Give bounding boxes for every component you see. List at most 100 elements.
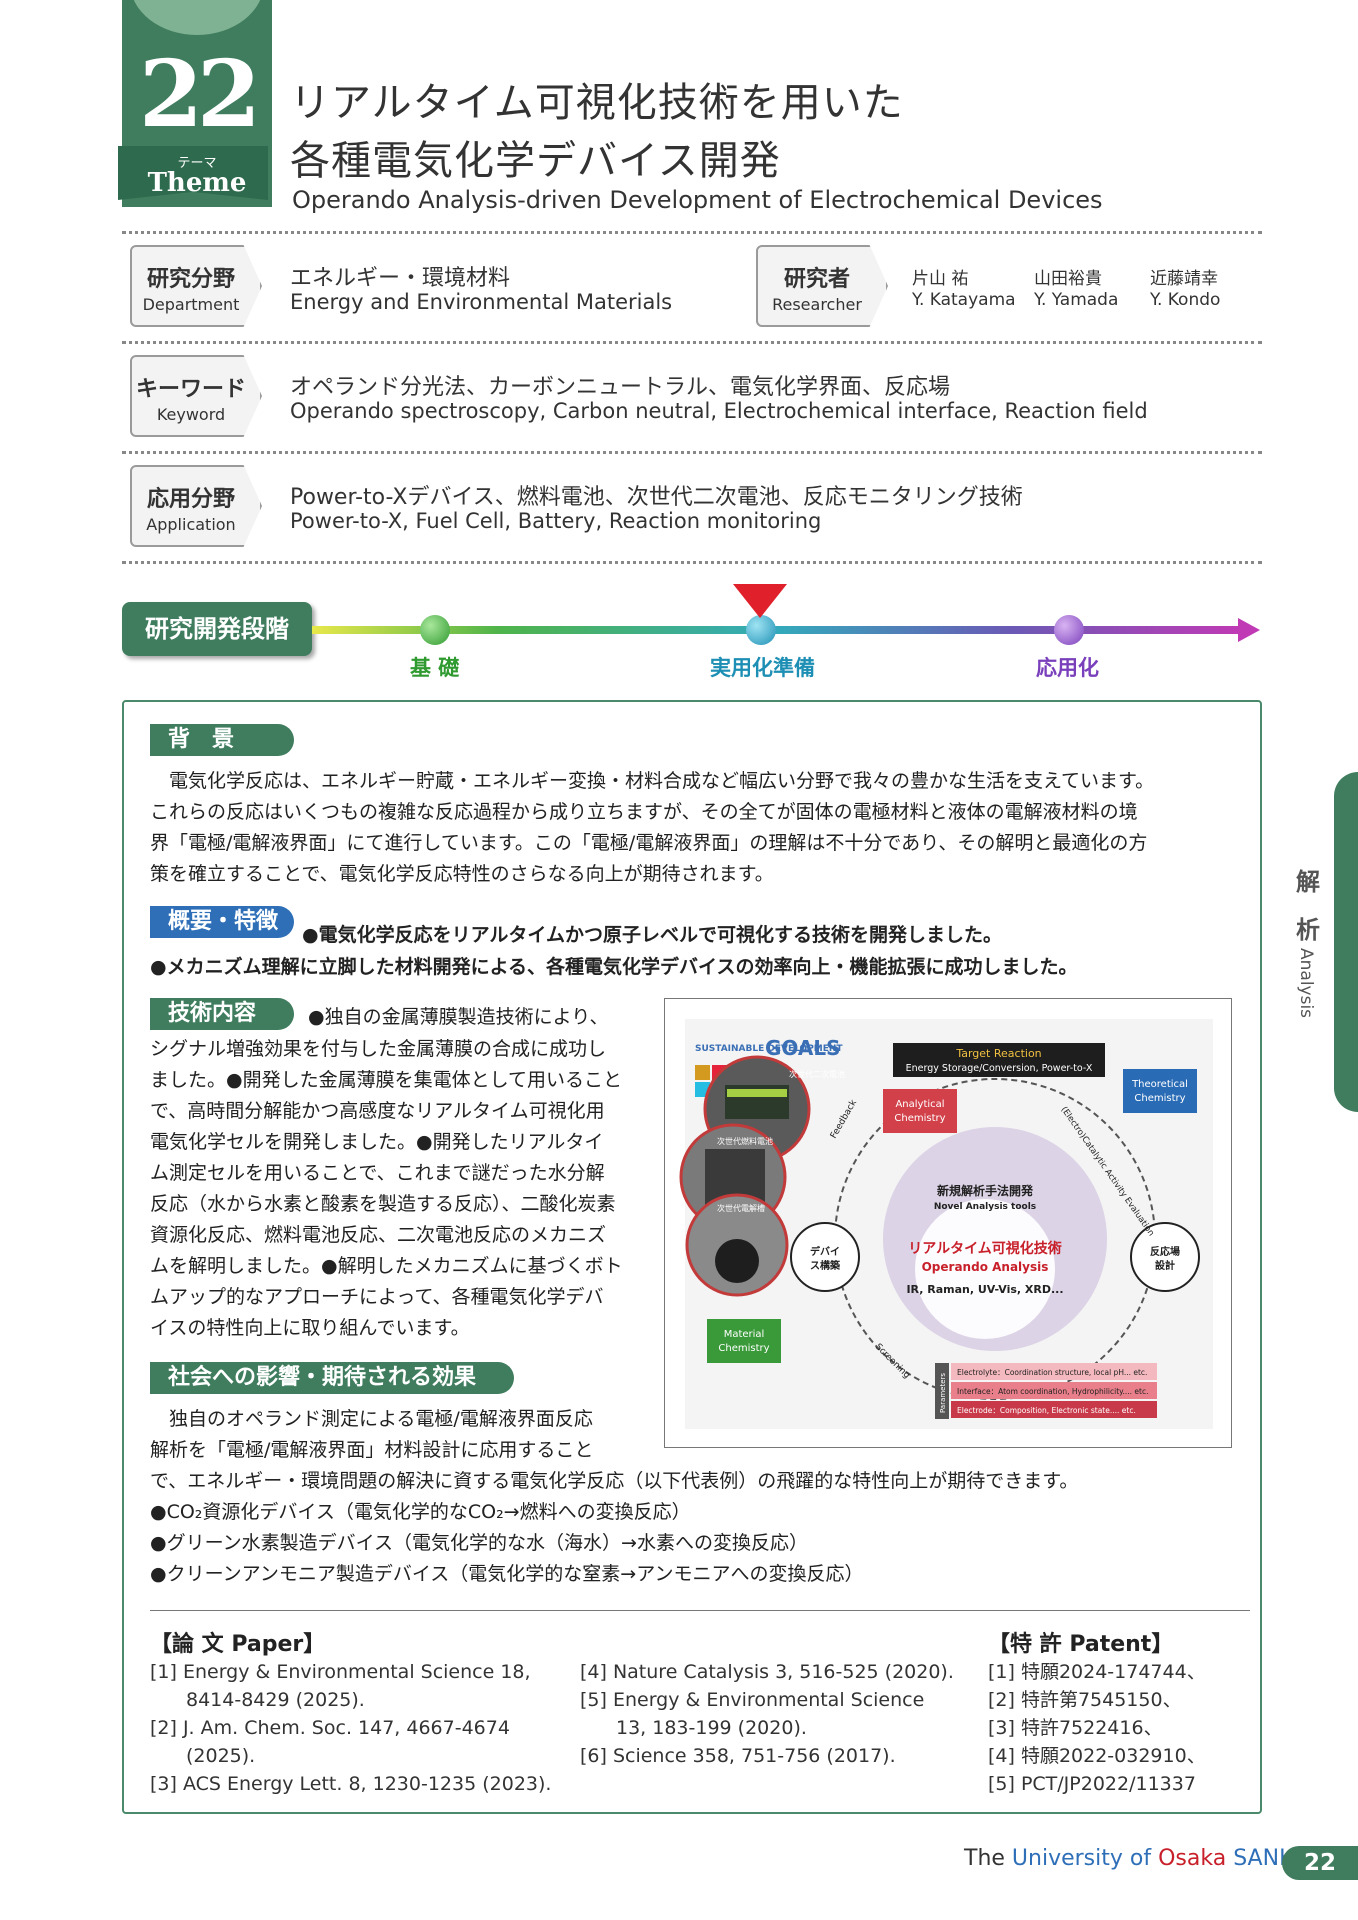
photo-label-electrolyzer: 次世代電解槽 — [717, 1203, 765, 1213]
page-title-line1: リアルタイム可視化技術を用いた — [290, 80, 904, 126]
researcher-3-ja: 近藤靖幸 — [1150, 269, 1218, 289]
divider — [122, 451, 1262, 454]
keyword-en: Operando spectroscopy, Carbon neutral, E… — [290, 399, 1148, 423]
tech-line: で、高時間分解能かつ高感度なリアルタイム可視化用 — [150, 1100, 605, 1122]
department-tag-en: Department — [142, 295, 240, 314]
tech-text: シグナル増強効果を付与した金属薄膜の合成に成功し ました。●開発した金属薄膜を集… — [150, 1034, 660, 1344]
reaction-field-circle — [1130, 1222, 1200, 1292]
tech-line: ました。●開発した金属薄膜を集電体として用いること — [150, 1069, 623, 1091]
stage-label-applied: 応用化 — [1036, 656, 1099, 680]
target-reaction-box — [893, 1043, 1105, 1077]
tech-first-line: ●独自の金属薄膜製造技術により、 — [308, 1006, 609, 1028]
keyword-tag-en: Keyword — [156, 405, 226, 424]
page-number: 22 — [1282, 1846, 1358, 1880]
impact-line: 独自のオペランド測定による電極/電解液界面反応 — [150, 1408, 593, 1430]
patent-ref: [4] 特願2022-032910、 — [988, 1745, 1206, 1767]
department-en: Energy and Environmental Materials — [290, 290, 673, 314]
param-electrolyte-bg — [951, 1363, 1157, 1380]
application-tag: 応用分野 Application — [130, 465, 262, 547]
papers-list-2: [4] Nature Catalysis 3, 516-525 (2020). … — [580, 1658, 954, 1770]
param-electrolyte: Electrolyte：Coordination structure, loca… — [957, 1368, 1147, 1377]
target-sub: Energy Storage/Conversion, Power-to-X — [906, 1063, 1093, 1074]
current-stage-marker-icon — [733, 584, 787, 618]
research-cycle-figure: SUSTAINABLE DEVELOPMENT GOALS 次世代二次電池 次世… — [664, 998, 1232, 1448]
impact-line: 解析を「電極/電解液界面」材料設計に応用すること — [150, 1439, 594, 1461]
methods: IR, Raman, UV-Vis, XRD... — [906, 1283, 1063, 1296]
application-tag-en: Application — [146, 515, 236, 534]
paper-ref: [3] ACS Energy Lett. 8, 1230-1235 (2023)… — [150, 1773, 552, 1795]
footer-university: University of — [1011, 1846, 1159, 1871]
params-sidebar — [935, 1363, 949, 1419]
background-text: 電気化学反応は、エネルギー貯蔵・エネルギー変換・材料合成など幅広い分野で我々の豊… — [150, 766, 1250, 890]
paper-ref: [4] Nature Catalysis 3, 516-525 (2020). — [580, 1661, 954, 1683]
reaction-field-label: 反応場設計 — [1150, 1245, 1180, 1272]
photo-label-battery: 次世代二次電池 — [789, 1069, 845, 1079]
param-interface: Interface：Atom coordination, Hydrophilic… — [957, 1387, 1149, 1396]
novel-en: Novel Analysis tools — [934, 1202, 1036, 1212]
keyword-ja: オペランド分光法、カーボンニュートラル、電気化学界面、反応場 — [290, 375, 951, 400]
theme-badge: 22 テーマ Theme — [118, 0, 272, 207]
main-content-box — [122, 700, 1262, 1814]
side-label-ja2: 析 — [1296, 916, 1320, 944]
references-divider — [150, 1610, 1250, 1611]
overview-tag: 概要・特徴 — [150, 906, 294, 938]
theme-number: 22 — [138, 40, 261, 148]
tech-tag: 技術内容 — [150, 998, 294, 1030]
tech-line: ム測定セルを用いることで、これまで謎だった水分解 — [150, 1162, 605, 1184]
keyword-tag-ja: キーワード — [135, 377, 246, 402]
researcher-tag-ja: 研究者 — [783, 267, 850, 292]
page-title-line2: 各種電気化学デバイス開発 — [290, 138, 781, 184]
divider — [122, 561, 1262, 564]
stage-arrow-icon — [1238, 618, 1260, 642]
divider — [122, 341, 1262, 344]
papers-list-1: [1] Energy & Environmental Science 18, 8… — [150, 1658, 551, 1798]
paper-ref: 13, 183-199 (2020). — [616, 1717, 807, 1739]
researcher-tag-en: Researcher — [772, 295, 862, 314]
researcher-2-ja: 山田裕貴 — [1034, 269, 1102, 289]
operando-en: Operando Analysis — [922, 1260, 1049, 1274]
side-label-en: Analysis — [1296, 948, 1316, 1019]
paper-ref: [1] Energy & Environmental Science 18, — [150, 1661, 531, 1683]
paper-ref: [6] Science 358, 751-756 (2017). — [580, 1745, 896, 1767]
theme-label-en: Theme — [147, 168, 247, 198]
background-line: 界「電極/電解液界面」にて進行しています。この「電極/電解液界面」の理解は不十分… — [150, 832, 1148, 854]
department-tag-ja: 研究分野 — [146, 267, 235, 292]
background-line: 策を確立することで、電気化学反応特性のさらなる向上が期待されます。 — [150, 863, 774, 885]
divider — [122, 231, 1262, 234]
patents-list: [1] 特願2024-174744、 [2] 特許第7545150、 [3] 特… — [988, 1658, 1206, 1798]
paper-ref: (2025). — [186, 1745, 256, 1767]
tech-line: ムアップ的なアプローチによって、各種電気化学デバ — [150, 1286, 604, 1308]
background-line: これらの反応はいくつもの複雑な反応過程から成り立ちますが、その全てが固体の電極材… — [150, 801, 1138, 823]
impact-text: 独自のオペランド測定による電極/電解液界面反応 解析を「電極/電解液界面」材料設… — [150, 1404, 1250, 1590]
researcher-1-en: Y. Katayama — [912, 290, 1016, 310]
params-label: Parameters — [939, 1373, 947, 1413]
side-tab — [1334, 772, 1358, 1112]
researcher-3-en: Y. Kondo — [1150, 290, 1221, 310]
application-en: Power-to-X, Fuel Cell, Battery, Reaction… — [290, 509, 822, 533]
operando-ja: リアルタイム可視化技術 — [908, 1240, 1062, 1257]
photo-label-fuelcell: 次世代燃料電池 — [717, 1136, 773, 1146]
target-title: Target Reaction — [955, 1047, 1041, 1060]
paper-ref: [2] J. Am. Chem. Soc. 147, 4667-4674 — [150, 1717, 510, 1739]
background-tag: 背 景 — [150, 724, 294, 756]
overview-point-1: ●電気化学反応をリアルタイムかつ原子レベルで可視化する技術を開発しました。 — [302, 924, 1003, 946]
param-electrode: Electrode：Composition, Electronic state.… — [957, 1406, 1136, 1415]
tech-line: イスの特性向上に取り組んでいます。 — [150, 1317, 470, 1339]
goals-label: GOALS — [765, 1036, 841, 1060]
footer-osaka: Osaka — [1158, 1846, 1234, 1871]
patent-ref: [2] 特許第7545150、 — [988, 1689, 1182, 1711]
department-ja: エネルギー・環境材料 — [290, 266, 511, 291]
stage-timeline — [312, 626, 1242, 634]
impact-bullet: ●クリーンアンモニア製造デバイス（電気化学的な窒素→アンモニアへの変換反応） — [150, 1563, 864, 1585]
papers-heading: 【論 文 Paper】 — [150, 1632, 326, 1657]
tech-line: シグナル増強効果を付与した金属薄膜の合成に成功し — [150, 1038, 607, 1060]
side-label-ja1: 解 — [1296, 868, 1320, 896]
stage-label-prep: 実用化準備 — [710, 656, 815, 680]
device-circle — [790, 1222, 860, 1292]
stage-dot-basic — [420, 615, 450, 645]
researcher-1-ja: 片山 祐 — [912, 269, 969, 289]
param-interface-bg — [951, 1382, 1157, 1399]
analytical-box — [883, 1089, 957, 1133]
